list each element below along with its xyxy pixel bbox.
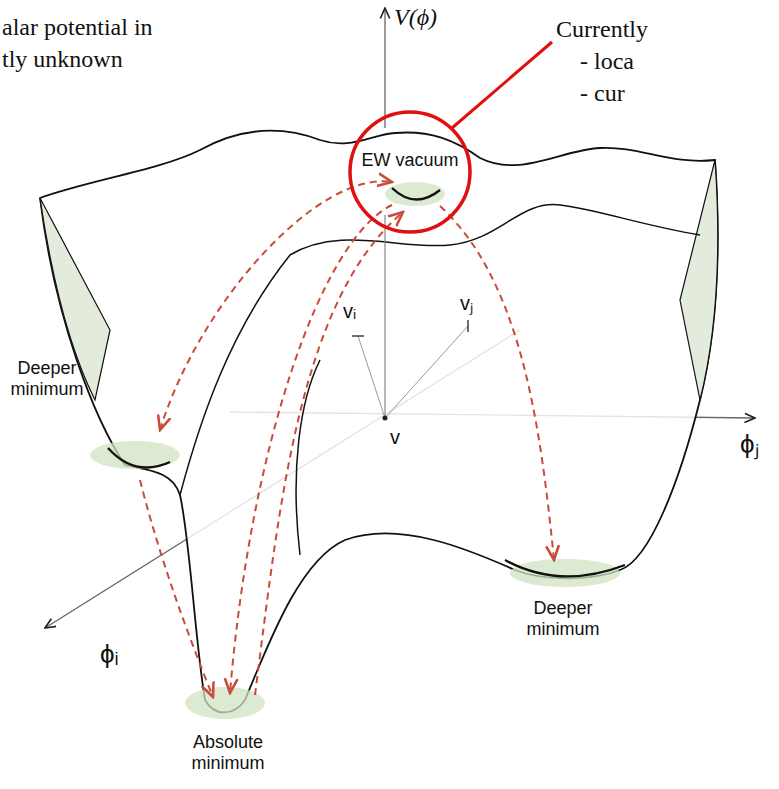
tick <box>467 320 468 332</box>
vacuum-label: EW vacuum <box>361 150 458 171</box>
tunnel-arrow <box>140 480 213 697</box>
projection-line <box>358 336 385 418</box>
tunnel-arrow <box>255 212 403 695</box>
tunnel-arrow <box>160 181 392 430</box>
ridge-line <box>296 360 320 555</box>
minimum-cup <box>505 560 625 576</box>
tick <box>352 335 364 336</box>
minimum-label: Deeper minimum <box>515 598 611 639</box>
tunnel-arrow <box>440 206 554 560</box>
axis-label: ϕᵢ <box>100 640 119 670</box>
axis-label: ϕⱼ <box>740 430 759 460</box>
potential-surface <box>40 131 718 713</box>
note-text: Currently <box>556 16 648 44</box>
projection-line <box>385 326 468 418</box>
minimum-cup <box>392 188 440 200</box>
minimum-label: Absolute minimum <box>178 732 278 773</box>
origin-dot <box>383 416 388 421</box>
minimum-shade <box>185 687 265 719</box>
callout-line <box>452 42 552 128</box>
note-text: alar potential in <box>2 14 153 42</box>
surface-side <box>680 160 718 400</box>
minimum-label: Deeper minimum <box>4 358 90 399</box>
axis-label: V(ϕ) <box>394 4 437 32</box>
minimum-shade <box>385 182 445 206</box>
note-text: - loca <box>580 48 634 76</box>
vev-label: vᵢ <box>343 300 356 323</box>
tunnel-arrow <box>230 205 392 693</box>
minimum-shade <box>90 441 180 469</box>
vev-label: v <box>390 426 400 449</box>
note-text: - cur <box>580 80 625 108</box>
minimum-cup <box>108 448 170 468</box>
v-axis <box>384 8 385 128</box>
v-axis <box>384 215 385 418</box>
vev-label: vⱼ <box>460 292 473 315</box>
ridge-line <box>180 205 700 495</box>
highlight-circle <box>350 112 470 232</box>
note-text: tly unknown <box>2 46 123 74</box>
